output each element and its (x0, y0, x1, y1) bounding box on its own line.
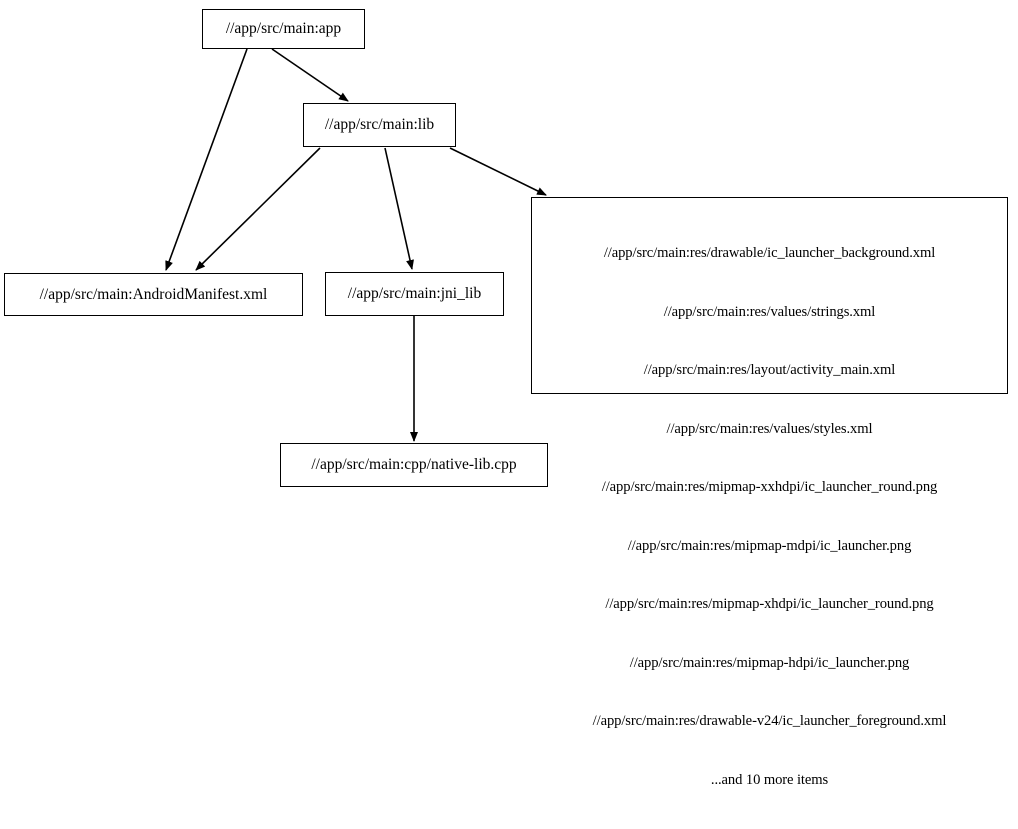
edge-app-to-manifest (165, 48, 248, 271)
res-group-line: //app/src/main:res/mipmap-mdpi/ic_launch… (627, 537, 912, 554)
graph-node-res-group[interactable]: //app/src/main:res/drawable/ic_launcher_… (531, 197, 1008, 788)
res-group-line: //app/src/main:res/drawable-v24/ic_launc… (592, 713, 947, 729)
edge-lib-to-res-group (449, 147, 547, 196)
res-group-line: //app/src/main:res/values/styles.xml (666, 420, 873, 437)
graph-node-app[interactable]: //app/src/main:app (202, 9, 365, 49)
edge-app-to-lib (271, 48, 349, 102)
res-group-line: //app/src/main:res/mipmap-xxhdpi/ic_laun… (601, 479, 938, 495)
graph-node-native-lib-cpp[interactable]: //app/src/main:cpp/native-lib.cpp (280, 443, 548, 487)
res-group-line: //app/src/main:res/mipmap-hdpi/ic_launch… (629, 654, 910, 671)
edge-lib-to-jni-lib (384, 147, 414, 270)
res-group-line: //app/src/main:res/values/strings.xml (663, 303, 876, 320)
res-group-overflow-note: ...and 10 more items (710, 771, 829, 788)
res-group-line: //app/src/main:res/drawable/ic_launcher_… (603, 245, 936, 261)
edge-lib-to-manifest (195, 147, 321, 271)
res-group-line: //app/src/main:res/mipmap-xhdpi/ic_launc… (605, 596, 934, 612)
graph-node-lib[interactable]: //app/src/main:lib (303, 103, 456, 147)
graph-node-android-manifest-xml[interactable]: //app/src/main:AndroidManifest.xml (4, 273, 303, 316)
dependency-graph: //app/src/main:app //app/src/main:lib //… (4, 9, 1008, 788)
res-group-line: //app/src/main:res/layout/activity_main.… (643, 362, 896, 378)
graph-node-jni-lib[interactable]: //app/src/main:jni_lib (325, 272, 504, 316)
